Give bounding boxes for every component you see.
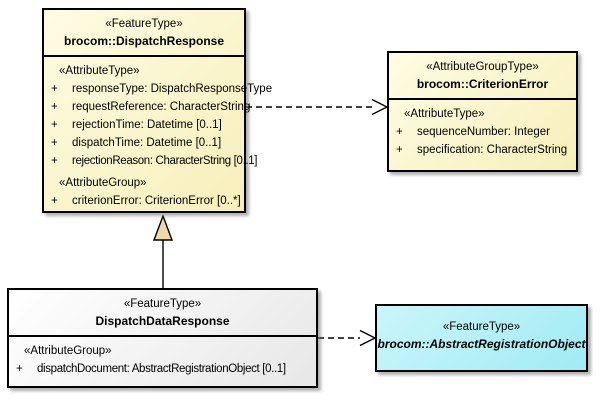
attribute-section-label: «AttributeType» [404,108,485,120]
class-box-dispatch-data-response: «FeatureType» DispatchDataResponse «Attr… [7,288,318,388]
attribute-compartment: «AttributeType» + responseType: Dispatch… [44,57,272,210]
dependency-arrow-dispatchresponse-to-criterionerror [246,98,389,116]
attribute-row: + requestReference: CharacterString [44,98,250,116]
visibility-plus: + [51,119,58,131]
stereotype-label: «FeatureType» [442,321,521,333]
attribute-row: + specification: CharacterString [389,141,576,159]
attribute-section-label: «AttributeType» [59,65,140,77]
class-name: brocom::CriterionError [416,77,549,91]
class-header: «FeatureType» DispatchDataResponse [9,290,316,337]
visibility-plus: + [51,155,58,167]
class-name: brocom::DispatchResponse [63,34,225,48]
class-header: «FeatureType» brocom::DispatchResponse [44,10,244,57]
attribute-compartment: «AttributeType» + sequenceNumber: Intege… [389,100,576,159]
stereotype-label: «FeatureType» [123,298,202,310]
attribute-row: + dispatchDocument: AbstractRegistration… [9,360,316,378]
stereotype-label: «FeatureType» [105,18,183,30]
visibility-plus: + [51,101,58,113]
visibility-plus: + [51,195,58,207]
generalization-arrow-dispatchdataresponse-to-dispatchresponse [152,214,174,288]
visibility-plus: + [396,126,403,138]
class-box-criterion-error: «AttributeGroupType» brocom::CriterionEr… [387,51,578,172]
generalization-triangle-icon [152,214,174,241]
class-name: brocom::AbstractRegistrationObject [377,337,586,351]
class-name: DispatchDataResponse [95,314,230,328]
attribute-compartment: «AttributeGroup» + dispatchDocument: Abs… [9,337,316,378]
class-box-dispatch-response: «FeatureType» brocom::DispatchResponse «… [42,8,272,213]
dependency-arrow-dispatchdataresponse-to-abstractregistrationobject [318,329,377,347]
class-header: «AttributeGroupType» brocom::CriterionEr… [389,53,576,100]
class-header: «FeatureType» brocom::AbstractRegistrati… [377,306,586,370]
visibility-plus: + [396,144,403,156]
stereotype-label: «AttributeGroupType» [426,61,539,73]
open-arrowhead-icon [359,329,377,347]
attribute-row: + rejectionReason: CharacterString [0..1… [44,152,258,170]
visibility-plus: + [51,83,58,95]
visibility-plus: + [51,137,58,149]
attribute-section-label: «AttributeGroup» [59,177,147,189]
attribute-section-label: «AttributeGroup» [24,345,112,357]
attribute-row: + rejectionTime: Datetime [0..1] [44,116,244,134]
class-box-abstract-registration-object: «FeatureType» brocom::AbstractRegistrati… [375,304,588,372]
attribute-row: + dispatchTime: Datetime [0..1] [44,134,244,152]
attribute-row: + responseType: DispatchResponseType [44,80,272,98]
attribute-row: + criterionError: CriterionError [0..*] [44,192,244,210]
open-arrowhead-icon [371,98,389,116]
visibility-plus: + [16,363,23,375]
attribute-row: + sequenceNumber: Integer [389,123,576,141]
